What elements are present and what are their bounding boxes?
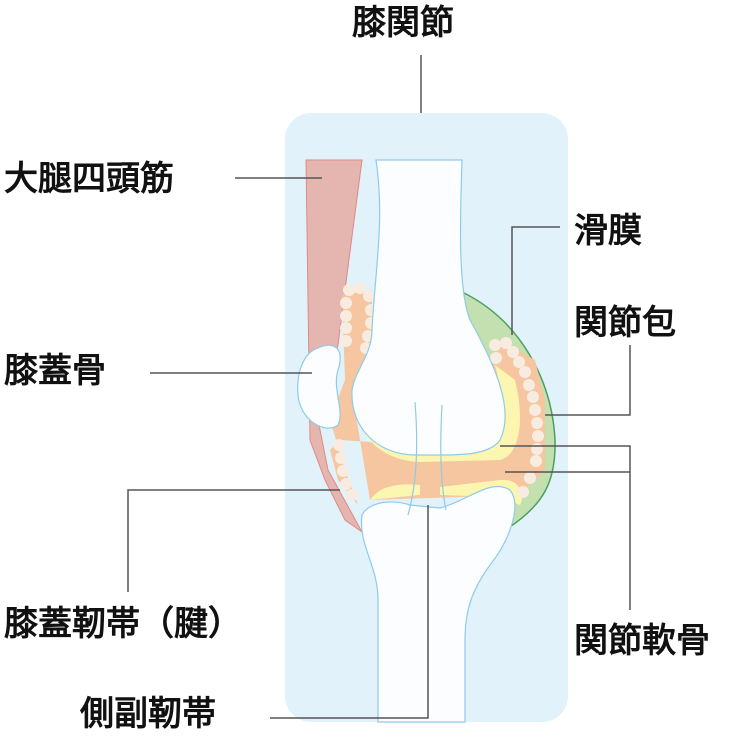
label-patellar-ligament: 膝蓋靭帯（腱） (4, 604, 242, 644)
femoral-cartilage (354, 365, 520, 462)
label-joint-capsule: 関節包 (574, 303, 676, 343)
label-quadriceps: 大腿四頭筋 (4, 159, 174, 199)
label-synovium: 滑膜 (574, 211, 642, 251)
tibia-bone (360, 485, 516, 723)
label-patella: 膝蓋骨 (4, 351, 106, 391)
ligament-right-line (440, 404, 447, 511)
patella-bone (297, 344, 341, 429)
ligament-left-line (407, 401, 418, 516)
label-collateral-ligament: 側副靭帯 (80, 694, 216, 734)
label-articular-cartilage: 関節軟骨 (574, 621, 710, 661)
tibial-cartilage (368, 479, 522, 505)
leader-lines (127, 55, 631, 719)
synovium-dots (333, 282, 544, 501)
femur-bone (351, 159, 506, 456)
title-knee-joint: 膝関節 (352, 3, 454, 43)
